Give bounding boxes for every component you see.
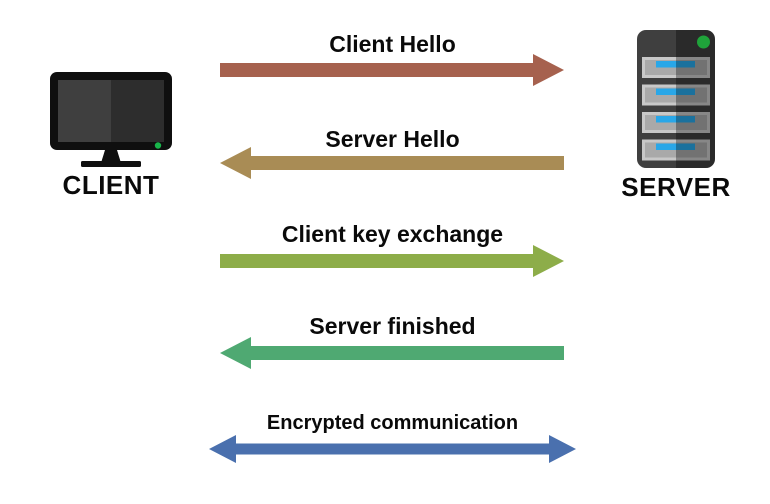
message-label-server-finished: Server finished bbox=[309, 313, 476, 339]
server-power-led-icon bbox=[697, 35, 710, 49]
monitor-screen-shade bbox=[111, 80, 164, 142]
monitor-screen bbox=[58, 80, 164, 142]
message-label-client-key-exchange: Client key exchange bbox=[281, 221, 504, 247]
client-label: CLIENT bbox=[62, 170, 160, 200]
server-bay-stripes bbox=[656, 61, 695, 150]
arrow-left-icon bbox=[220, 147, 564, 179]
message-label-client-hello: Client Hello bbox=[329, 31, 456, 57]
arrow-right-icon bbox=[220, 245, 564, 277]
message-label-encrypted-communication: Encrypted communication bbox=[266, 412, 519, 434]
server-body-shade bbox=[676, 30, 715, 168]
arrow-left-icon bbox=[220, 337, 564, 369]
message-label-server-hello: Server Hello bbox=[325, 126, 460, 152]
server-label: SERVER bbox=[621, 172, 731, 202]
monitor-power-led-icon bbox=[154, 142, 162, 149]
arrow-right-icon bbox=[220, 54, 564, 86]
server-icon bbox=[637, 30, 715, 168]
client-computer-icon bbox=[50, 72, 172, 167]
arrow-double-icon bbox=[209, 435, 576, 463]
